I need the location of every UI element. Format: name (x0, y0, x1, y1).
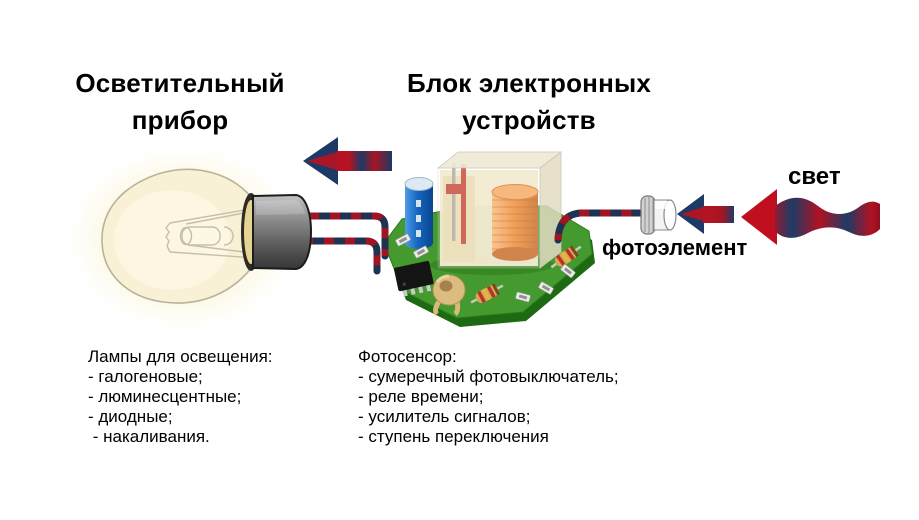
sensor-list-item: - сумеречный фотовыключатель; (358, 367, 619, 386)
resistor-icon (550, 245, 582, 269)
title-lighting-device: Осветительный прибор (75, 68, 285, 135)
resistor-icon (470, 283, 504, 304)
signal-arrow-icon (677, 194, 734, 234)
sensor-list-item: - реле времени; (358, 387, 484, 406)
light-wave-arrow-icon (741, 189, 880, 245)
sensor-list-item: - ступень переключения (358, 427, 549, 446)
title-electronics-block: Блок электронных устройств (406, 68, 652, 135)
label-photocell: фотоэлемент (602, 235, 748, 260)
power-arrow-icon (303, 137, 392, 185)
wire-to-photocell-icon (554, 209, 647, 244)
capacitor-icon (404, 177, 434, 249)
bulb-socket-icon (241, 193, 313, 271)
ic-chip-icon (394, 260, 434, 297)
lamp-list-heading: Лампы для освещения: (88, 347, 273, 366)
smd-component-icon (395, 233, 576, 303)
wires-to-lamp-icon (305, 212, 389, 275)
light-bulb-icon (68, 146, 313, 330)
lamp-list-item: - галогеновые; (88, 367, 203, 386)
lamp-list-item: - люминесцентные; (88, 387, 242, 406)
lamp-list: Лампы для освещения: - галогеновые; - лю… (88, 347, 273, 447)
sensor-list-heading: Фотосенсор: (358, 347, 457, 366)
toroid-inductor-icon (432, 274, 466, 316)
label-light: свет (788, 163, 841, 190)
circuit-board-icon (383, 151, 595, 327)
photocell-icon (640, 195, 677, 235)
sensor-list: Фотосенсор: - сумеречный фотовыключатель… (358, 347, 619, 447)
filament-icon (165, 207, 257, 259)
sensor-list-item: - усилитель сигналов; (358, 407, 531, 426)
lamp-list-item: - накаливания. (88, 427, 210, 446)
relay-icon (436, 151, 563, 269)
lamp-list-item: - диодные; (88, 407, 173, 426)
